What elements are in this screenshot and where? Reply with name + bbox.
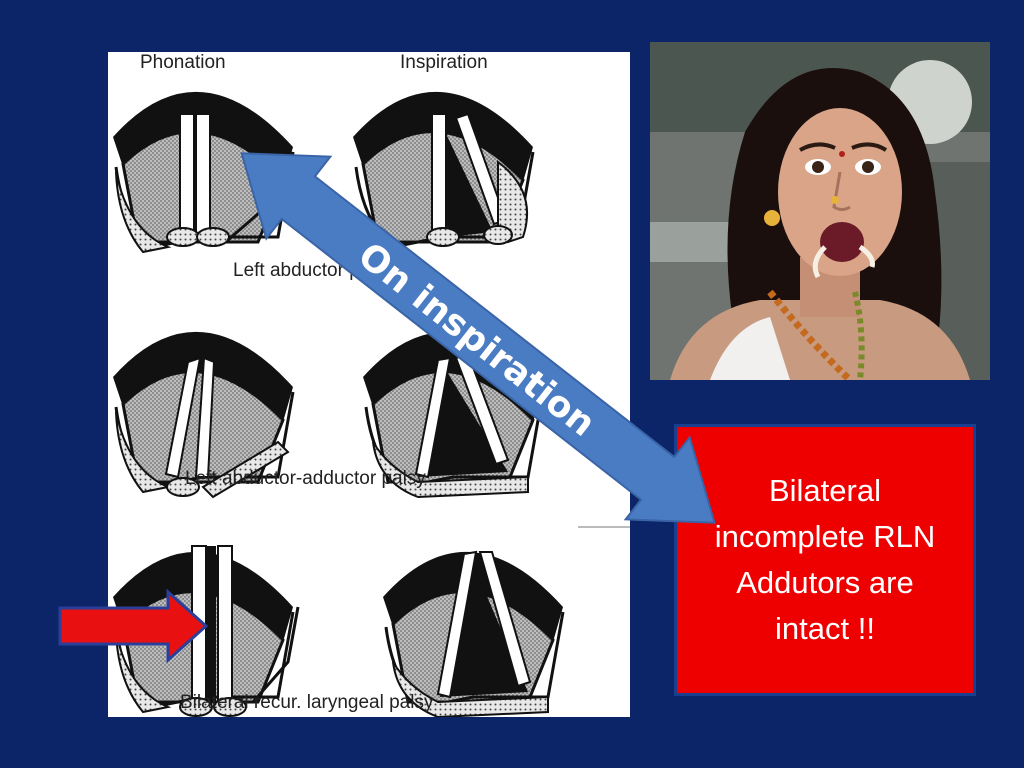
vocal-cord-illustration bbox=[113, 91, 630, 717]
callout-line-4: intact !! bbox=[775, 611, 875, 646]
callout-line-2: incomplete RLN bbox=[714, 519, 936, 554]
red-pointer-arrow-icon bbox=[58, 588, 209, 664]
row-label-left-abductor-adductor-palsy: Left abductor-adductor palsy bbox=[185, 468, 426, 489]
row-label-bilateral-recur-laryngeal-palsy: Bilateral recur. laryngeal palsy bbox=[180, 692, 434, 713]
column-header-inspiration: Inspiration bbox=[400, 52, 488, 73]
double-headed-arrow-icon: On inspiration bbox=[240, 152, 716, 524]
callout-line-1: Bilateral bbox=[768, 473, 881, 508]
callout-text: Bilateral incomplete RLN Addutors are in… bbox=[715, 468, 936, 652]
photo-image bbox=[650, 42, 990, 380]
larynx-row2-phonation bbox=[113, 331, 295, 499]
arrow-label: On inspiration bbox=[350, 235, 602, 445]
larynx-row1-inspiration bbox=[353, 91, 535, 249]
callout-box: Bilateral incomplete RLN Addutors are in… bbox=[674, 424, 976, 696]
woman-photo bbox=[650, 42, 990, 380]
callout-line-3: Addutors are bbox=[736, 565, 914, 600]
larynx-row3-inspiration bbox=[383, 550, 565, 717]
column-header-phonation: Phonation bbox=[140, 52, 226, 73]
